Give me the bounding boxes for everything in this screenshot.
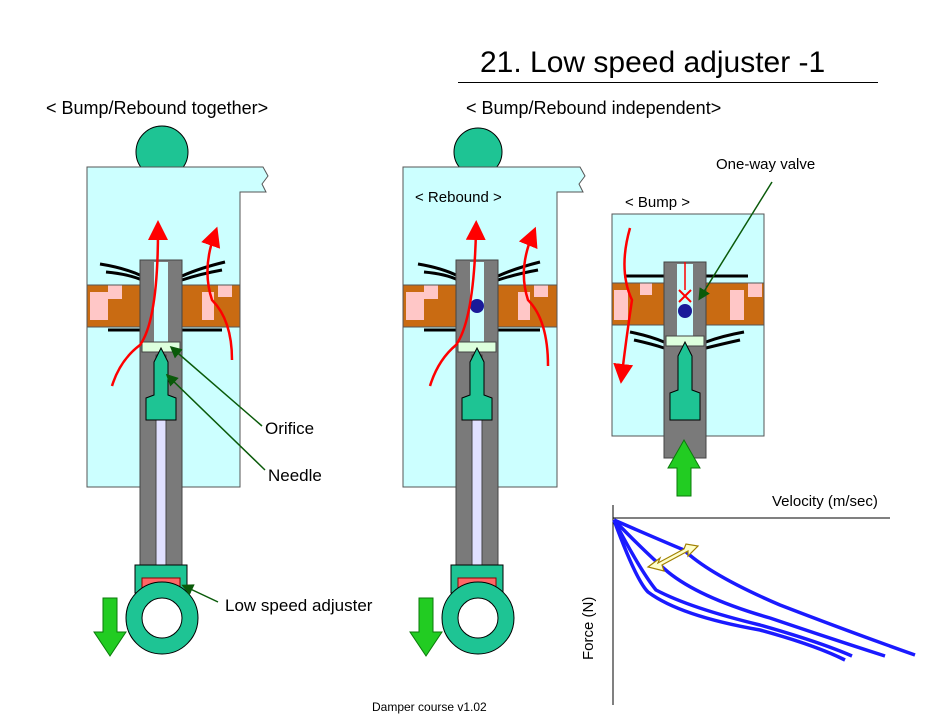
title-underline — [458, 82, 878, 83]
needle-callout-line — [165, 373, 266, 471]
flow-arrow-shims — [201, 226, 234, 361]
damper-combined — [86, 125, 269, 657]
one-way-valve-label: One-way valve — [716, 156, 816, 173]
one-way-valve-callout-line — [698, 181, 773, 301]
needle — [669, 340, 701, 421]
needle-label: Needle — [268, 466, 322, 485]
force-curve-4 — [612, 519, 846, 662]
down-motion-arrow — [93, 597, 127, 657]
bottom-eye-hole — [141, 597, 183, 639]
rebound-label: < Rebound > — [415, 189, 502, 206]
adjustment-range-arrow — [646, 543, 700, 572]
bump-label: < Bump > — [625, 194, 691, 211]
bottom-eye-hole — [457, 597, 499, 639]
force-curve-2 — [612, 518, 886, 658]
needle — [461, 346, 493, 421]
velocity-axis-label: Velocity (m/sec) — [772, 493, 878, 510]
down-motion-arrow — [409, 597, 443, 657]
damper-rebound — [402, 127, 586, 657]
low-speed-adjuster-label: Low speed adjuster — [225, 596, 373, 615]
damper-bump — [611, 213, 765, 497]
adjuster-callout-line — [181, 584, 219, 603]
check-ball — [678, 304, 692, 318]
force-curve-1 — [612, 519, 853, 658]
flow-arrow-shims — [518, 226, 550, 367]
force-axis-label: Force (N) — [580, 596, 597, 660]
left-section-heading: < Bump/Rebound together> — [46, 98, 269, 118]
force-curve-3 — [613, 518, 916, 657]
footer: Damper course v1.02 — [372, 700, 487, 714]
force-velocity-graph — [612, 505, 916, 705]
right-section-heading: < Bump/Rebound independent> — [466, 98, 722, 118]
check-ball — [470, 299, 484, 313]
flow-arrow-bump — [613, 227, 634, 384]
rod-bore — [154, 262, 168, 342]
flow-arrow-orifice — [428, 220, 486, 387]
shim-stack — [99, 260, 226, 332]
up-motion-arrow — [667, 438, 701, 497]
slide-title: 21. Low speed adjuster -1 — [480, 46, 826, 79]
blocked-flow-mark — [678, 289, 692, 303]
orifice-callout-line — [169, 346, 263, 427]
orifice-label: Orifice — [265, 419, 315, 438]
flow-arrow-orifice — [110, 220, 168, 387]
rod-bore — [677, 264, 693, 340]
